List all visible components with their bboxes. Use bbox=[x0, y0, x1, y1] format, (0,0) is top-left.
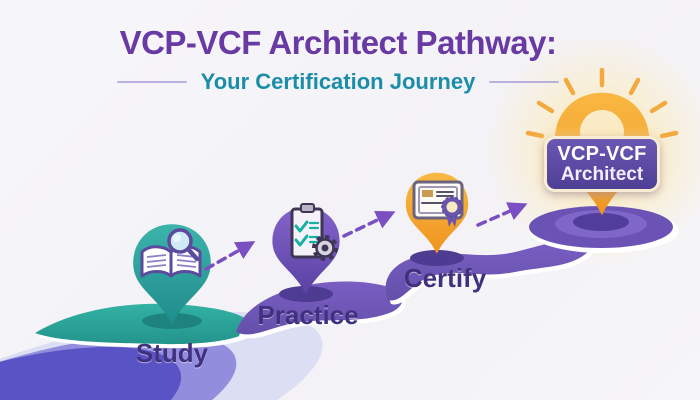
arrow-certify-to-badge bbox=[476, 202, 528, 227]
subtitle-row: Your Certification Journey bbox=[0, 69, 676, 95]
step-label-certify: Certify bbox=[403, 263, 487, 293]
progress-arrows bbox=[204, 202, 528, 271]
certification-badge: VCP-VCF Architect bbox=[544, 136, 660, 192]
header: VCP-VCF Architect Pathway: Your Certific… bbox=[0, 24, 676, 95]
page-title: VCP-VCF Architect Pathway: bbox=[119, 24, 557, 61]
certificate-rosette-icon bbox=[412, 180, 464, 227]
page-subtitle: Your Certification Journey bbox=[200, 69, 476, 94]
certify-path-band bbox=[385, 238, 595, 305]
study-pin bbox=[133, 224, 211, 326]
arrow-study-to-practice bbox=[204, 241, 256, 271]
practice-pin bbox=[272, 203, 340, 295]
certify-pin bbox=[405, 172, 469, 254]
study-platform bbox=[35, 303, 255, 349]
badge-title-line1: VCP-VCF bbox=[557, 142, 647, 165]
corner-ribbons-decoration bbox=[0, 311, 323, 400]
badge-title-line2: Architect bbox=[560, 163, 644, 185]
step-label-practice: Practice bbox=[257, 300, 359, 330]
clipboard-checklist-gear-icon bbox=[290, 203, 338, 261]
right-decorative-line bbox=[489, 81, 560, 83]
step-label-study: Study bbox=[135, 338, 209, 368]
left-decorative-line bbox=[116, 81, 187, 83]
arrow-practice-to-certify bbox=[342, 210, 396, 238]
book-magnifier-icon bbox=[140, 228, 202, 278]
sun-rays-icon bbox=[525, 67, 679, 139]
practice-platform bbox=[236, 281, 406, 339]
achievement-platform bbox=[529, 206, 679, 253]
